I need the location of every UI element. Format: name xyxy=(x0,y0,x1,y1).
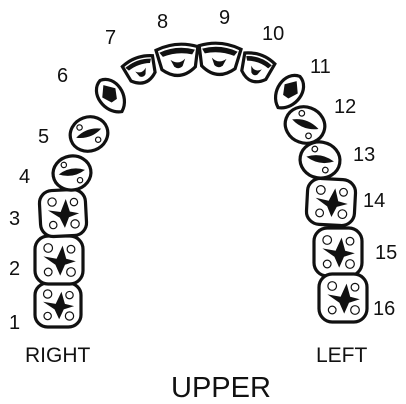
tooth-number-3: 3 xyxy=(9,208,20,230)
tooth-4 xyxy=(50,153,93,193)
tooth-number-8: 8 xyxy=(157,11,168,33)
arch-title: UPPER xyxy=(171,372,271,404)
tooth-number-2: 2 xyxy=(9,258,20,280)
tooth-1 xyxy=(35,283,81,327)
tooth-13 xyxy=(297,139,343,181)
tooth-2 xyxy=(35,236,83,284)
tooth-number-6: 6 xyxy=(57,65,68,87)
tooth-number-15: 15 xyxy=(375,242,397,264)
left-side-label: LEFT xyxy=(316,344,368,367)
tooth-number-16: 16 xyxy=(373,298,395,320)
tooth-7 xyxy=(121,52,160,87)
tooth-3 xyxy=(39,189,87,237)
tooth-8 xyxy=(156,43,201,78)
tooth-number-10: 10 xyxy=(262,23,284,45)
tooth-number-7: 7 xyxy=(105,27,116,49)
tooth-number-4: 4 xyxy=(19,166,30,188)
tooth-9 xyxy=(197,42,242,77)
tooth-10 xyxy=(237,50,277,87)
tooth-number-13: 13 xyxy=(353,144,375,166)
tooth-number-9: 9 xyxy=(219,7,230,29)
tooth-15 xyxy=(314,228,362,276)
tooth-6 xyxy=(90,74,131,119)
tooth-5 xyxy=(65,112,112,157)
tooth-14 xyxy=(306,178,356,226)
tooth-number-11: 11 xyxy=(310,56,331,78)
tooth-number-12: 12 xyxy=(334,96,356,118)
right-side-label: RIGHT xyxy=(25,344,91,367)
tooth-number-5: 5 xyxy=(38,126,49,148)
tooth-number-1: 1 xyxy=(9,312,20,334)
teeth-group xyxy=(35,42,367,327)
tooth-number-14: 14 xyxy=(363,190,385,212)
tooth-16 xyxy=(319,274,367,322)
